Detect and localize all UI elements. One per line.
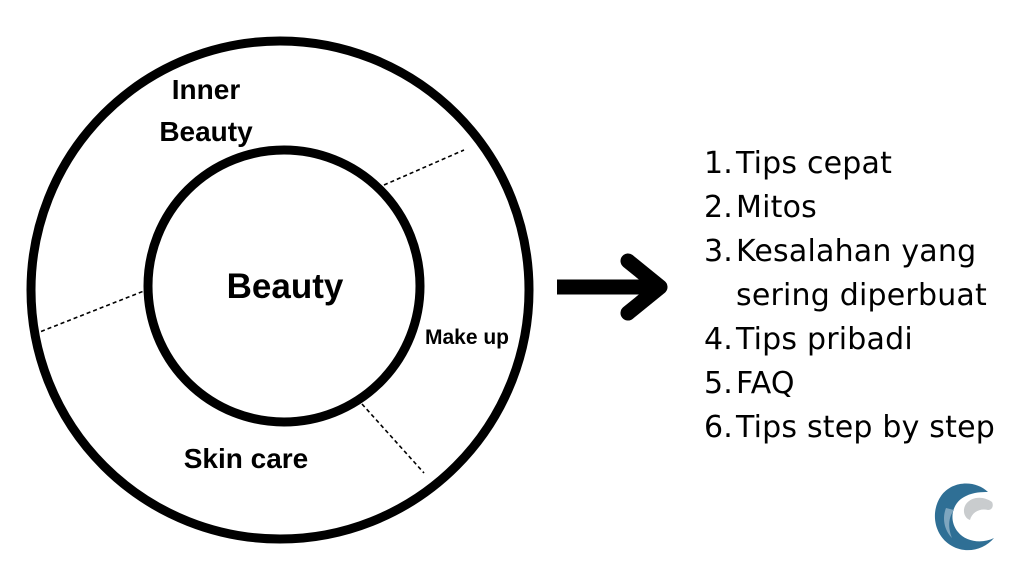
divider-top-right bbox=[383, 149, 465, 186]
divider-bottom-right bbox=[361, 403, 425, 474]
label-make-up: Make up bbox=[425, 326, 509, 349]
topic-number: 3. bbox=[704, 234, 734, 269]
topic-list: 1. Tips cepat 2. Mitos 3. Kesalahan yang… bbox=[704, 142, 1014, 450]
topic-number: 4. bbox=[704, 322, 734, 357]
topic-item: 5. FAQ bbox=[704, 362, 1014, 406]
inner-circle bbox=[143, 145, 425, 427]
topic-text: Tips step by step bbox=[736, 410, 996, 445]
divider-left bbox=[31, 288, 150, 336]
topic-number: 2. bbox=[704, 190, 734, 225]
topic-text: Tips pribadi bbox=[736, 322, 913, 357]
topic-number: 6. bbox=[704, 410, 734, 445]
topic-item: 3. Kesalahan yang sering diperbuat bbox=[704, 230, 1014, 318]
topic-item: 4. Tips pribadi bbox=[704, 318, 1014, 362]
right-arrow-icon bbox=[557, 253, 668, 321]
center-label: Beauty bbox=[227, 267, 344, 306]
topic-item: 2. Mitos bbox=[704, 186, 1014, 230]
topic-text: Mitos bbox=[736, 190, 817, 225]
topic-item: 1. Tips cepat bbox=[704, 142, 1014, 186]
topic-text: FAQ bbox=[736, 366, 795, 401]
wave-logo-icon bbox=[934, 483, 994, 551]
topic-number: 1. bbox=[704, 146, 734, 181]
label-inner-beauty-line2: Beauty bbox=[159, 116, 253, 147]
topic-text: Tips cepat bbox=[736, 146, 893, 181]
label-inner-beauty-line1: Inner bbox=[172, 74, 241, 105]
outer-ring bbox=[26, 36, 534, 544]
topic-number: 5. bbox=[704, 366, 734, 401]
topic-item: 6. Tips step by step bbox=[704, 406, 1014, 450]
topic-text: Kesalahan yang sering diperbuat bbox=[736, 234, 987, 313]
label-skin-care: Skin care bbox=[184, 443, 309, 474]
